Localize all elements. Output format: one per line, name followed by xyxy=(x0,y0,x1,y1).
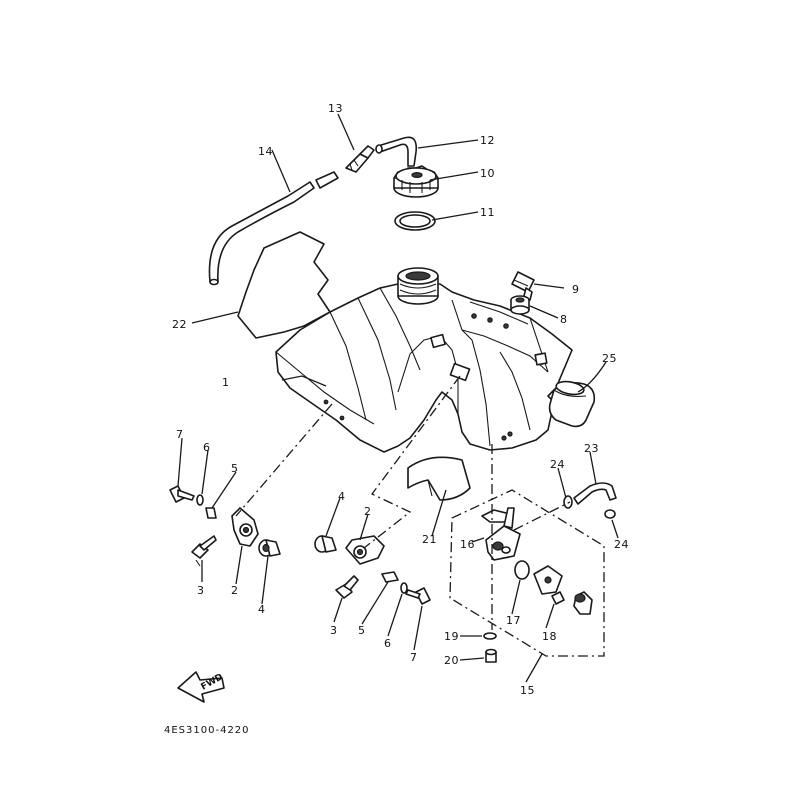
callout-5-left: 5 xyxy=(231,462,239,475)
leader-lines xyxy=(177,113,619,683)
callout-2-left: 2 xyxy=(231,584,239,597)
callout-12: 12 xyxy=(480,134,495,147)
callout-24-right: 24 xyxy=(614,538,629,551)
filler-neck xyxy=(397,267,439,305)
callout-21: 21 xyxy=(422,533,437,546)
callout-9: 9 xyxy=(572,283,580,296)
callout-23: 23 xyxy=(584,442,599,455)
callout-1: 1 xyxy=(222,376,230,389)
breather-valve xyxy=(345,145,375,173)
callout-7-right: 7 xyxy=(410,651,418,664)
damper-25 xyxy=(548,380,596,428)
callout-15: 15 xyxy=(520,684,535,697)
callout-5-right: 5 xyxy=(358,624,366,637)
fuel-cock-group xyxy=(449,482,617,663)
callout-11: 11 xyxy=(480,206,495,219)
callout-7-left: 7 xyxy=(176,428,184,441)
breather-hose-upper xyxy=(375,136,418,167)
collar-8 xyxy=(510,295,530,315)
protector-sheet xyxy=(237,231,331,339)
callout-4-right: 4 xyxy=(338,490,346,503)
callout-22: 22 xyxy=(172,318,187,331)
callout-24-top: 24 xyxy=(550,458,565,471)
fuel-tank xyxy=(275,283,573,453)
callout-4-left: 4 xyxy=(258,603,266,616)
damper-21 xyxy=(407,456,471,501)
callout-labels: 1 22 14 13 12 10 11 9 8 25 7 6 5 3 2 4 4… xyxy=(172,102,629,697)
callout-13: 13 xyxy=(328,102,343,115)
callout-3-left: 3 xyxy=(197,584,205,597)
fwd-direction-arrow: FWD xyxy=(177,671,225,703)
callout-6-right: 6 xyxy=(384,637,392,650)
drawing-code: 4ES3100-4220 xyxy=(164,725,250,736)
callout-16: 16 xyxy=(460,538,475,551)
callout-20: 20 xyxy=(444,654,459,667)
fuel-cap xyxy=(393,165,439,198)
callout-3-right: 3 xyxy=(330,624,338,637)
cap-gasket xyxy=(394,211,436,231)
breather-hose-long xyxy=(208,171,339,286)
center-lines xyxy=(235,375,571,630)
callout-14: 14 xyxy=(258,145,273,158)
callout-18: 18 xyxy=(542,630,557,643)
mount-left xyxy=(169,485,281,567)
callout-2-right: 2 xyxy=(364,505,372,518)
callout-25: 25 xyxy=(602,352,617,365)
callout-8: 8 xyxy=(560,313,568,326)
callout-6-left: 6 xyxy=(203,441,211,454)
callout-10: 10 xyxy=(480,167,495,180)
callout-17: 17 xyxy=(506,614,521,627)
mount-right xyxy=(314,535,431,605)
callout-19: 19 xyxy=(444,630,459,643)
